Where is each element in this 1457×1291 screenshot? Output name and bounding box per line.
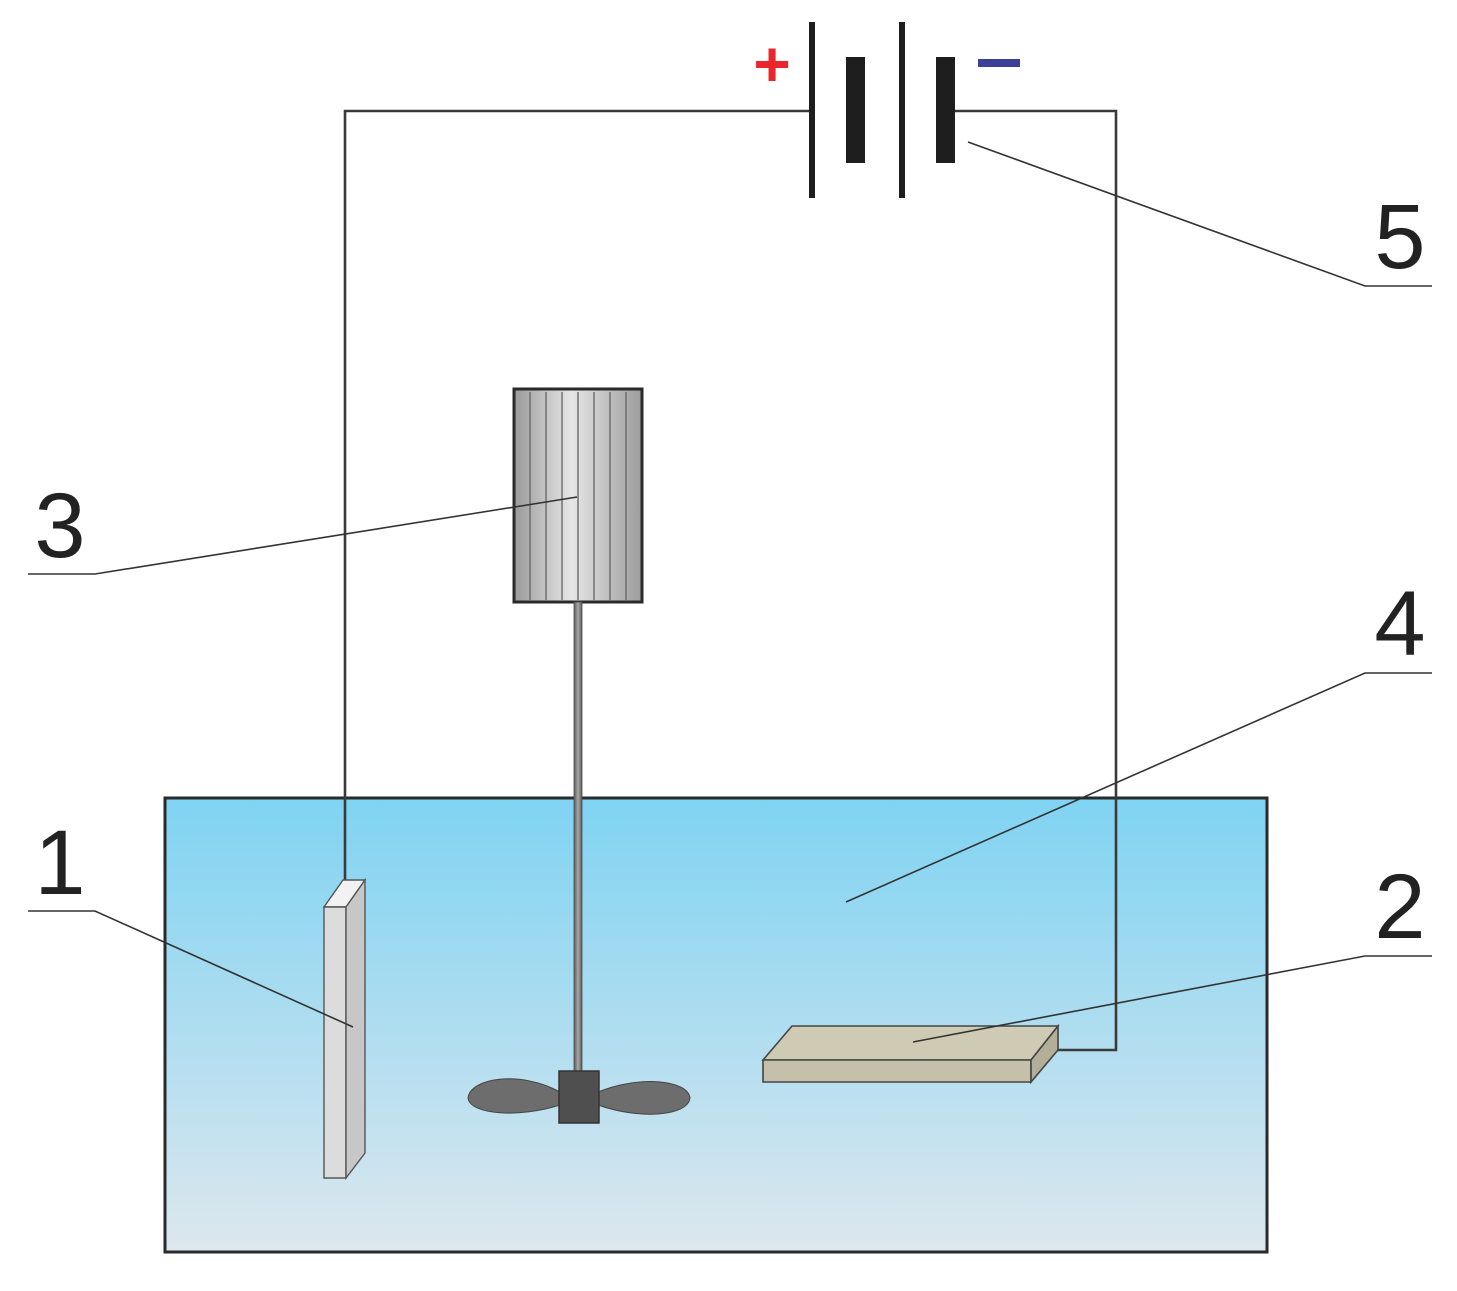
leader-5 [967,141,1432,287]
plus-sign: + [753,28,790,100]
cathode-side-face [1030,1023,1059,1085]
leader-lines [28,141,1432,1043]
label-4: 4 [1374,573,1425,675]
battery-plate-long-2 [899,22,905,198]
label-5: 5 [1374,186,1425,288]
anode-side-face [345,877,366,1181]
propeller-blade-right [597,1081,691,1115]
cathode-front-face [762,1059,1032,1083]
label-2: 2 [1374,856,1425,958]
wire-right [942,109,1118,1052]
anode-front-face [323,906,347,1179]
propeller-blade-left [467,1078,561,1114]
propeller-hub [558,1070,600,1124]
leader-3 [28,496,578,575]
wire-left [343,109,812,885]
label-3: 3 [34,475,85,577]
motor-ribs [529,392,627,600]
leader-4 [845,672,1432,903]
battery-plate-long-1 [809,22,815,198]
power-source: + − [753,22,1020,198]
minus-sign-mark [978,59,1020,67]
cathode-plate [761,1023,1060,1085]
stirrer-motor [467,387,691,1124]
leader-2 [912,955,1432,1043]
battery-plate-short-2 [936,57,955,163]
label-1: 1 [34,812,85,914]
cathode-top-face [761,1025,1060,1061]
stirrer-shaft [573,601,583,1075]
battery-plate-short-1 [846,57,865,163]
anode-plate [322,877,367,1181]
leader-1 [28,910,354,1028]
